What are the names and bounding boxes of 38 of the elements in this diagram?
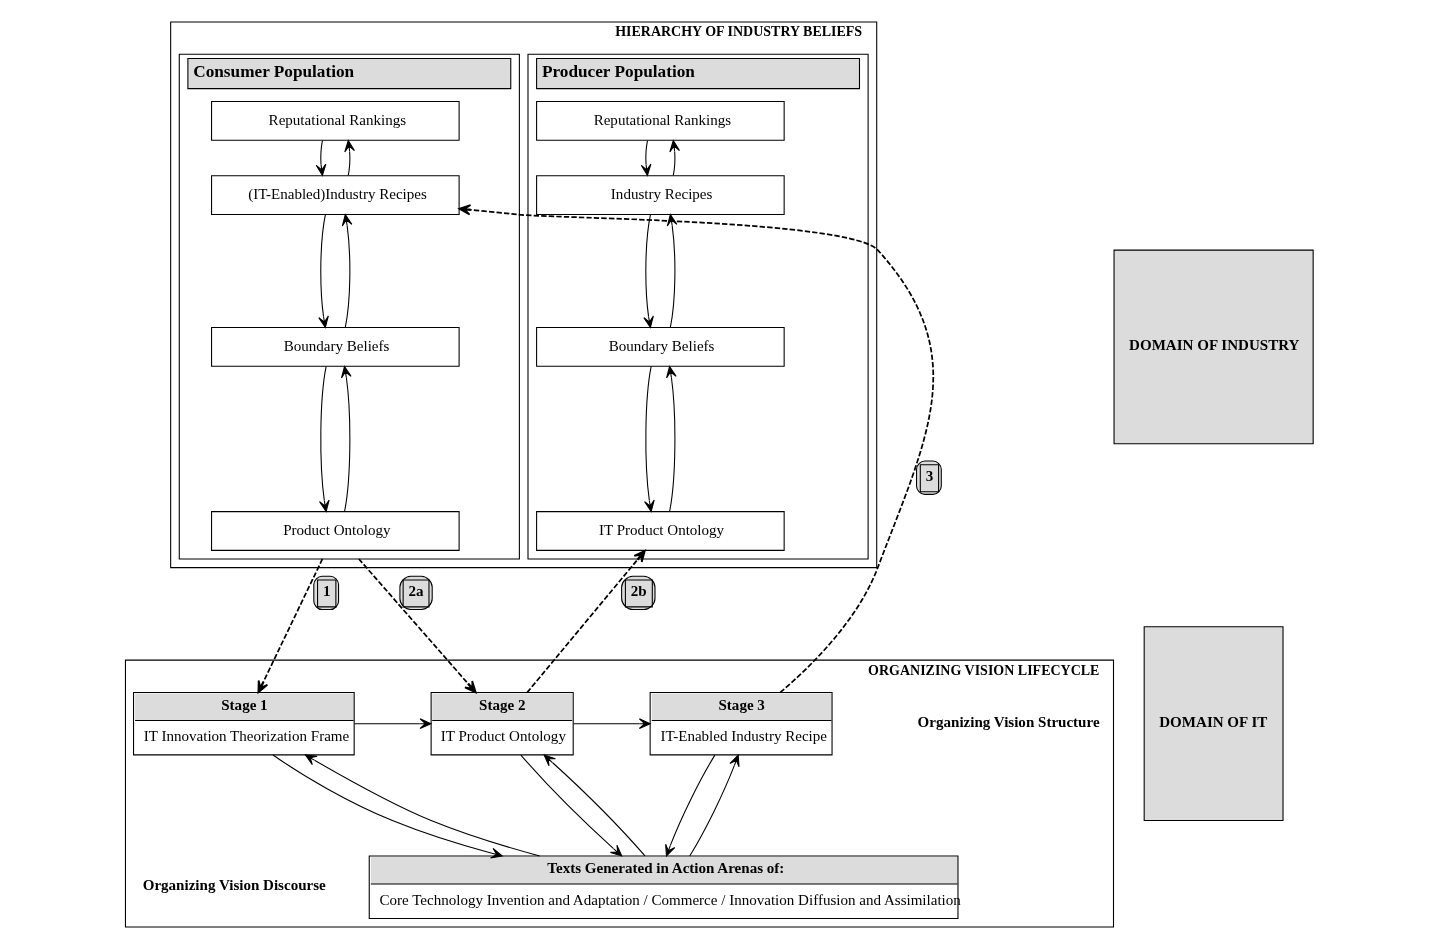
label: Organizing Vision Discourse: [142, 876, 326, 893]
arrow: [642, 213, 654, 328]
node-box: Boundary Beliefs: [535, 326, 785, 367]
arrow: [688, 754, 740, 856]
node-box: IT Product Ontology: [535, 510, 785, 551]
arrow: [572, 717, 651, 729]
arrow: [357, 557, 477, 693]
node-box: Industry Recipes: [535, 174, 785, 215]
arrow: [458, 203, 934, 693]
node-box: Boundary Beliefs: [210, 326, 460, 367]
arrow: [315, 139, 326, 176]
edge-label: 2b: [630, 582, 647, 599]
edge-label: 1: [322, 582, 330, 599]
arrow: [343, 139, 355, 176]
arrow: [543, 754, 646, 856]
arrow: [664, 754, 715, 856]
arrow: [304, 753, 540, 856]
node-box: (IT-Enabled)Industry Recipes: [210, 174, 460, 215]
arrow: [640, 139, 651, 176]
arrow: [668, 139, 680, 176]
arrow: [643, 365, 655, 512]
arrow: [341, 213, 352, 328]
node-box: DOMAIN OF IT: [1143, 625, 1284, 821]
arrow: [271, 753, 503, 858]
arrow: [317, 213, 329, 328]
arrow: [353, 717, 431, 729]
node-box: Reputational Rankings: [535, 100, 785, 141]
arrow: [318, 365, 330, 512]
arrow: [519, 754, 622, 856]
node-box: Reputational Rankings: [210, 100, 460, 141]
edge-label: 2a: [408, 582, 424, 599]
arrow: [340, 365, 352, 512]
label: Organizing Vision Structure: [917, 713, 1100, 730]
node-box: DOMAIN OF INDUSTRY: [1113, 249, 1314, 444]
edge-label: 3: [925, 467, 933, 484]
arrow: [525, 549, 646, 693]
arrow: [665, 365, 677, 512]
node-box: Product Ontology: [210, 510, 460, 551]
